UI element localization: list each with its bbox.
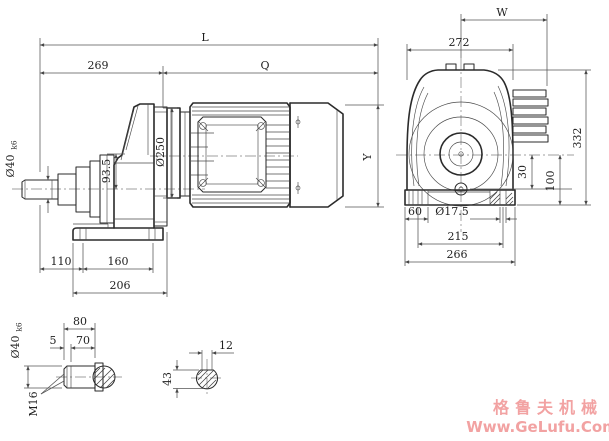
- dim-label-12: 12: [219, 339, 233, 352]
- shaft-end-dimensions: 80 5 70 Ø40 k6 M16: [9, 315, 96, 417]
- motor-body: [189, 102, 291, 208]
- dim-label-shaft-diameter: Ø40: [4, 154, 17, 177]
- shaft-end-body: [63, 362, 116, 392]
- front-view-dimensions: W 272 332 30 100 60: [404, 6, 591, 266]
- motor-fins-front: [512, 89, 549, 143]
- dim-label-hole-diameter: Ø17.5: [435, 205, 469, 218]
- dim-label-flange-diameter: Ø250: [154, 137, 167, 167]
- motor-fins-side: [266, 124, 289, 189]
- dim-label-43: 43: [161, 372, 174, 386]
- dim-label-70: 70: [76, 334, 90, 347]
- dim-label-shaft-detail-diameter: Ø40: [9, 335, 22, 358]
- dim-label-Y: Y: [361, 153, 374, 162]
- housing-front: [406, 63, 514, 191]
- foot-hatching: [489, 191, 514, 206]
- dim-label-W: W: [496, 6, 508, 19]
- foundation-feet: [404, 189, 516, 206]
- dim-label-160: 160: [108, 255, 129, 268]
- dim-label-266: 266: [447, 248, 468, 261]
- gearbox-housing: [113, 103, 155, 229]
- dim-label-Q: Q: [260, 59, 269, 72]
- dim-label-80: 80: [73, 315, 87, 328]
- dim-label-215: 215: [448, 230, 469, 243]
- side-view: L 269 Q Ø40 k6 93.5 Ø250 Y: [4, 31, 384, 297]
- dim-label-30: 30: [516, 165, 529, 179]
- fan-cover: [289, 102, 344, 208]
- fan-cover-screws: [295, 116, 301, 194]
- shaft-section-hatching: [93, 367, 115, 389]
- watermark: 格鲁夫机械 Www.GeLufu.Com: [466, 398, 609, 436]
- dim-label-60: 60: [408, 205, 422, 218]
- dim-label-100: 100: [544, 171, 557, 192]
- dim-label-110: 110: [51, 255, 72, 268]
- watermark-brand: 格鲁夫机械: [493, 398, 603, 417]
- key-section-detail: 12 43: [161, 339, 234, 398]
- mounting-foot: [72, 223, 164, 241]
- shaft-end-detail: 80 5 70 Ø40 k6 M16: [9, 315, 122, 417]
- dim-label-269: 269: [88, 59, 109, 72]
- front-view-centerlines: [396, 58, 574, 232]
- key-section-body: [196, 350, 218, 390]
- dim-label-shaft-tolerance: k6: [10, 140, 19, 150]
- dim-label-206: 206: [110, 279, 131, 292]
- dim-label-L: L: [201, 31, 209, 44]
- key-section-hatching: [197, 369, 217, 389]
- dim-label-5: 5: [50, 334, 57, 347]
- output-flange-circles: [408, 101, 514, 207]
- dim-label-332: 332: [571, 128, 584, 149]
- dim-label-thread-m16: M16: [27, 391, 40, 416]
- terminal-box: [197, 116, 267, 193]
- dim-label-272: 272: [449, 36, 470, 49]
- key-section-dimensions: 12 43: [161, 339, 234, 398]
- output-shaft: [21, 173, 77, 206]
- side-view-dimensions: L 269 Q Ø40 k6 93.5 Ø250 Y: [4, 31, 384, 297]
- front-view: W 272 332 30 100 60: [396, 6, 591, 266]
- watermark-url: Www.GeLufu.Com: [466, 418, 609, 436]
- dim-label-shaft-detail-tolerance: k6: [15, 322, 24, 332]
- dim-label-93-5: 93.5: [100, 159, 113, 184]
